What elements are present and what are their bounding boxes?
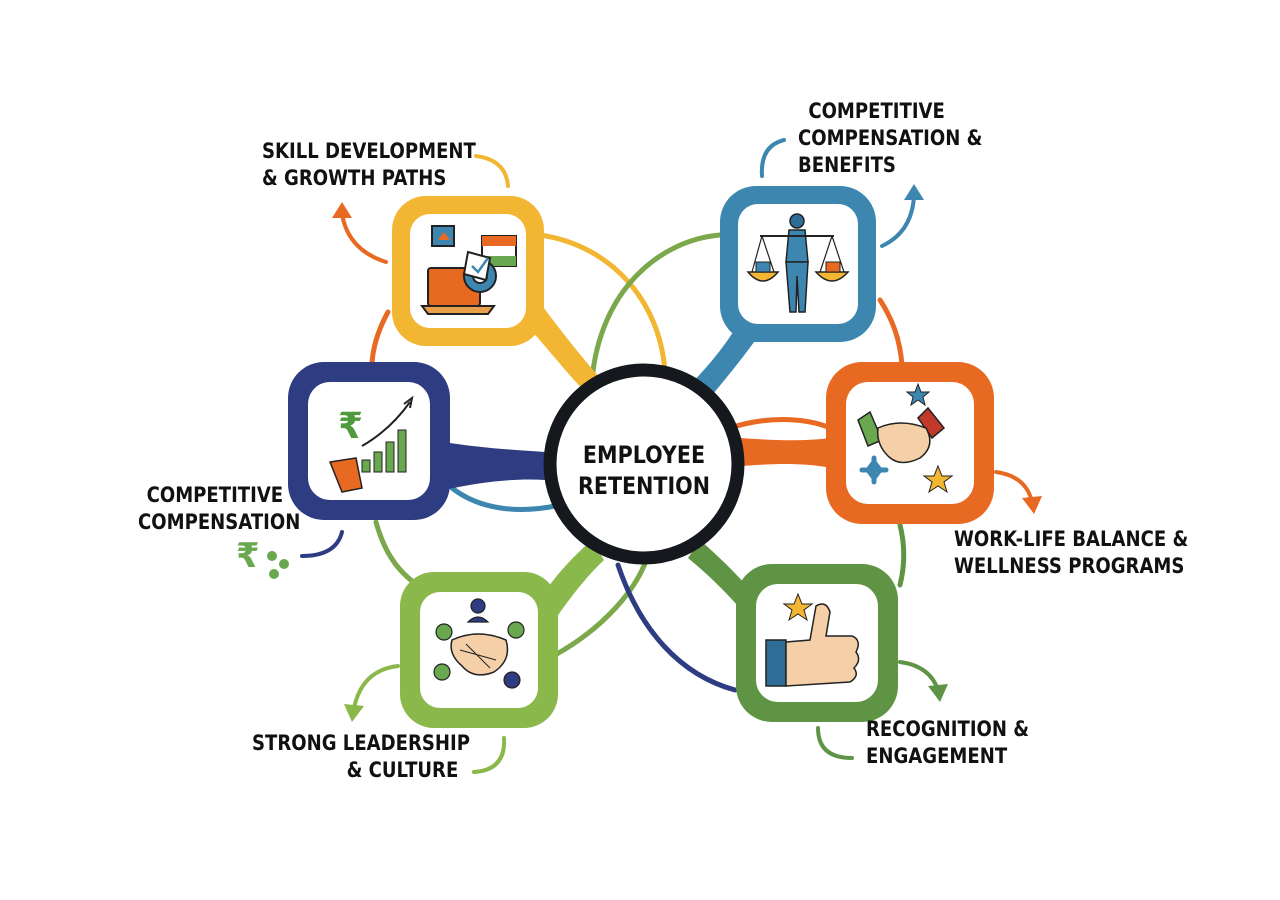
arc-green-right bbox=[897, 522, 907, 588]
label-compensation: COMPETITIVE COMPENSATION bbox=[138, 482, 300, 536]
arrow-leadership-bottom bbox=[472, 736, 507, 774]
center-title: EMPLOYEE RETENTION bbox=[548, 440, 740, 502]
center-title-line1: EMPLOYEE bbox=[582, 441, 706, 469]
label-leadership-line1: STRONG LEADERSHIP bbox=[252, 731, 470, 755]
arrowhead-recognition bbox=[928, 684, 948, 702]
arrowhead-leadership bbox=[344, 704, 364, 722]
node-wellness[interactable] bbox=[826, 362, 994, 524]
arrow-wellness bbox=[994, 470, 1034, 504]
arrow-benefits-top bbox=[759, 138, 786, 178]
center-title-line2: RETENTION bbox=[577, 472, 711, 500]
label-skill-line2: & GROWTH PATHS bbox=[262, 166, 447, 190]
node-leadership[interactable] bbox=[400, 572, 558, 728]
stem-recognition bbox=[688, 540, 752, 606]
label-benefits-line3: BENEFITS bbox=[798, 153, 896, 177]
laptop-gear-icon bbox=[420, 225, 517, 315]
label-skill: SKILL DEVELOPMENT & GROWTH PATHS bbox=[262, 138, 476, 192]
node-compensation[interactable]: ₹ bbox=[288, 362, 450, 520]
rupee-decoration-icon: ₹ bbox=[236, 536, 260, 576]
label-recognition-line2: ENGAGEMENT bbox=[866, 744, 1008, 768]
leaf-decoration-icon bbox=[267, 551, 289, 579]
label-benefits-line1: COMPETITIVE bbox=[808, 99, 945, 123]
team-handshake-icon bbox=[433, 598, 525, 689]
arc-green-top bbox=[589, 232, 723, 383]
arrow-leadership-left bbox=[352, 664, 400, 710]
connector-arcs bbox=[369, 232, 907, 693]
arrow-compensation bbox=[300, 530, 344, 558]
balance-scale-person-icon bbox=[746, 213, 850, 313]
node-stems bbox=[444, 300, 832, 618]
label-compensation-line2: COMPENSATION bbox=[138, 510, 301, 534]
node-skill[interactable] bbox=[392, 196, 544, 346]
label-wellness: WORK-LIFE BALANCE & WELLNESS PROGRAMS bbox=[954, 526, 1188, 580]
arrow-heads bbox=[332, 184, 1042, 722]
label-recognition-line1: RECOGNITION & bbox=[866, 717, 1030, 741]
arc-orange-left bbox=[369, 309, 391, 369]
label-compensation-line1: COMPETITIVE bbox=[146, 483, 284, 507]
outer-arrows bbox=[300, 138, 1034, 774]
label-wellness-line1: WORK-LIFE BALANCE & bbox=[954, 527, 1189, 551]
arc-navy-bottom bbox=[615, 562, 738, 693]
arrow-benefits-right bbox=[880, 194, 916, 248]
arrowhead-benefits bbox=[904, 184, 924, 200]
label-skill-line1: SKILL DEVELOPMENT bbox=[262, 139, 476, 163]
label-benefits: COMPETITIVE COMPENSATION & BENEFITS bbox=[798, 98, 982, 179]
arc-orange-right bbox=[877, 297, 905, 368]
center-ring bbox=[543, 363, 745, 565]
label-recognition: RECOGNITION & ENGAGEMENT bbox=[866, 716, 1029, 770]
svg-text:₹: ₹ bbox=[338, 406, 363, 447]
label-wellness-line2: WELLNESS PROGRAMS bbox=[954, 554, 1185, 578]
handshake-stars-icon bbox=[857, 382, 954, 494]
label-benefits-line2: COMPENSATION & bbox=[798, 126, 983, 150]
label-leadership: STRONG LEADERSHIP & CULTURE bbox=[252, 730, 470, 784]
arc-blue-left bbox=[449, 485, 563, 512]
stem-compensation bbox=[444, 442, 545, 490]
arc-skill bbox=[537, 232, 668, 375]
arrow-recognition-bottom bbox=[816, 726, 854, 760]
node-recognition[interactable] bbox=[736, 564, 898, 722]
thumbs-up-star-icon bbox=[765, 592, 860, 687]
rupee-growth-chart-icon: ₹ bbox=[328, 395, 414, 493]
node-benefits[interactable] bbox=[720, 186, 876, 342]
stem-wellness bbox=[740, 438, 832, 468]
arrow-skill-orange bbox=[340, 212, 388, 264]
arrowhead-wellness bbox=[1022, 496, 1042, 514]
arrowhead-skill bbox=[332, 202, 352, 218]
label-leadership-line2: & CULTURE bbox=[346, 758, 459, 782]
arc-orange-center bbox=[727, 417, 838, 433]
arrow-skill-yellow bbox=[474, 154, 510, 188]
